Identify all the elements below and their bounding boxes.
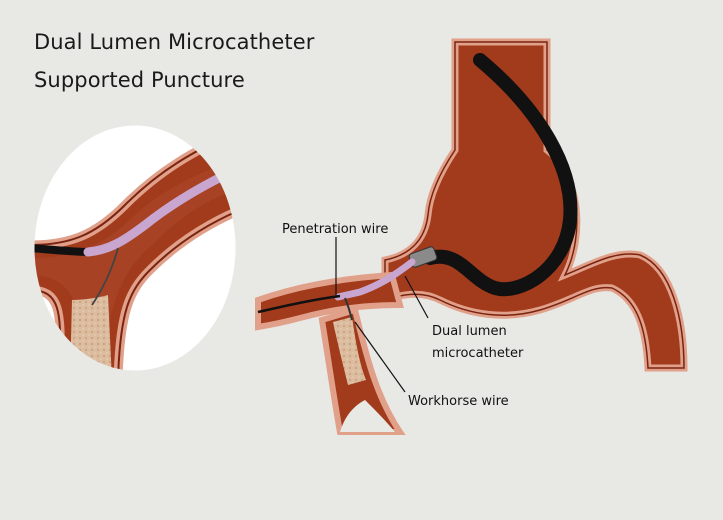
guide-catheter — [423, 53, 578, 297]
penetration-wire-label: Penetration wire — [282, 222, 389, 237]
workhorse-wire — [344, 297, 353, 321]
dual-lumen-label-line-2: microcatheter — [432, 346, 524, 361]
dual-lumen-label-line-1: Dual lumen — [432, 324, 507, 339]
workhorse-wire-label: Workhorse wire — [408, 394, 509, 409]
dual-lumen-microcatheter — [334, 258, 416, 301]
title-line-1: Dual Lumen Microcatheter — [34, 30, 315, 54]
title-line-2: Supported Puncture — [34, 68, 245, 92]
main-vessel-illustration — [255, 38, 688, 435]
penetration-wire — [257, 294, 341, 314]
magnified-inset — [31, 122, 239, 374]
occlusion — [333, 317, 366, 385]
